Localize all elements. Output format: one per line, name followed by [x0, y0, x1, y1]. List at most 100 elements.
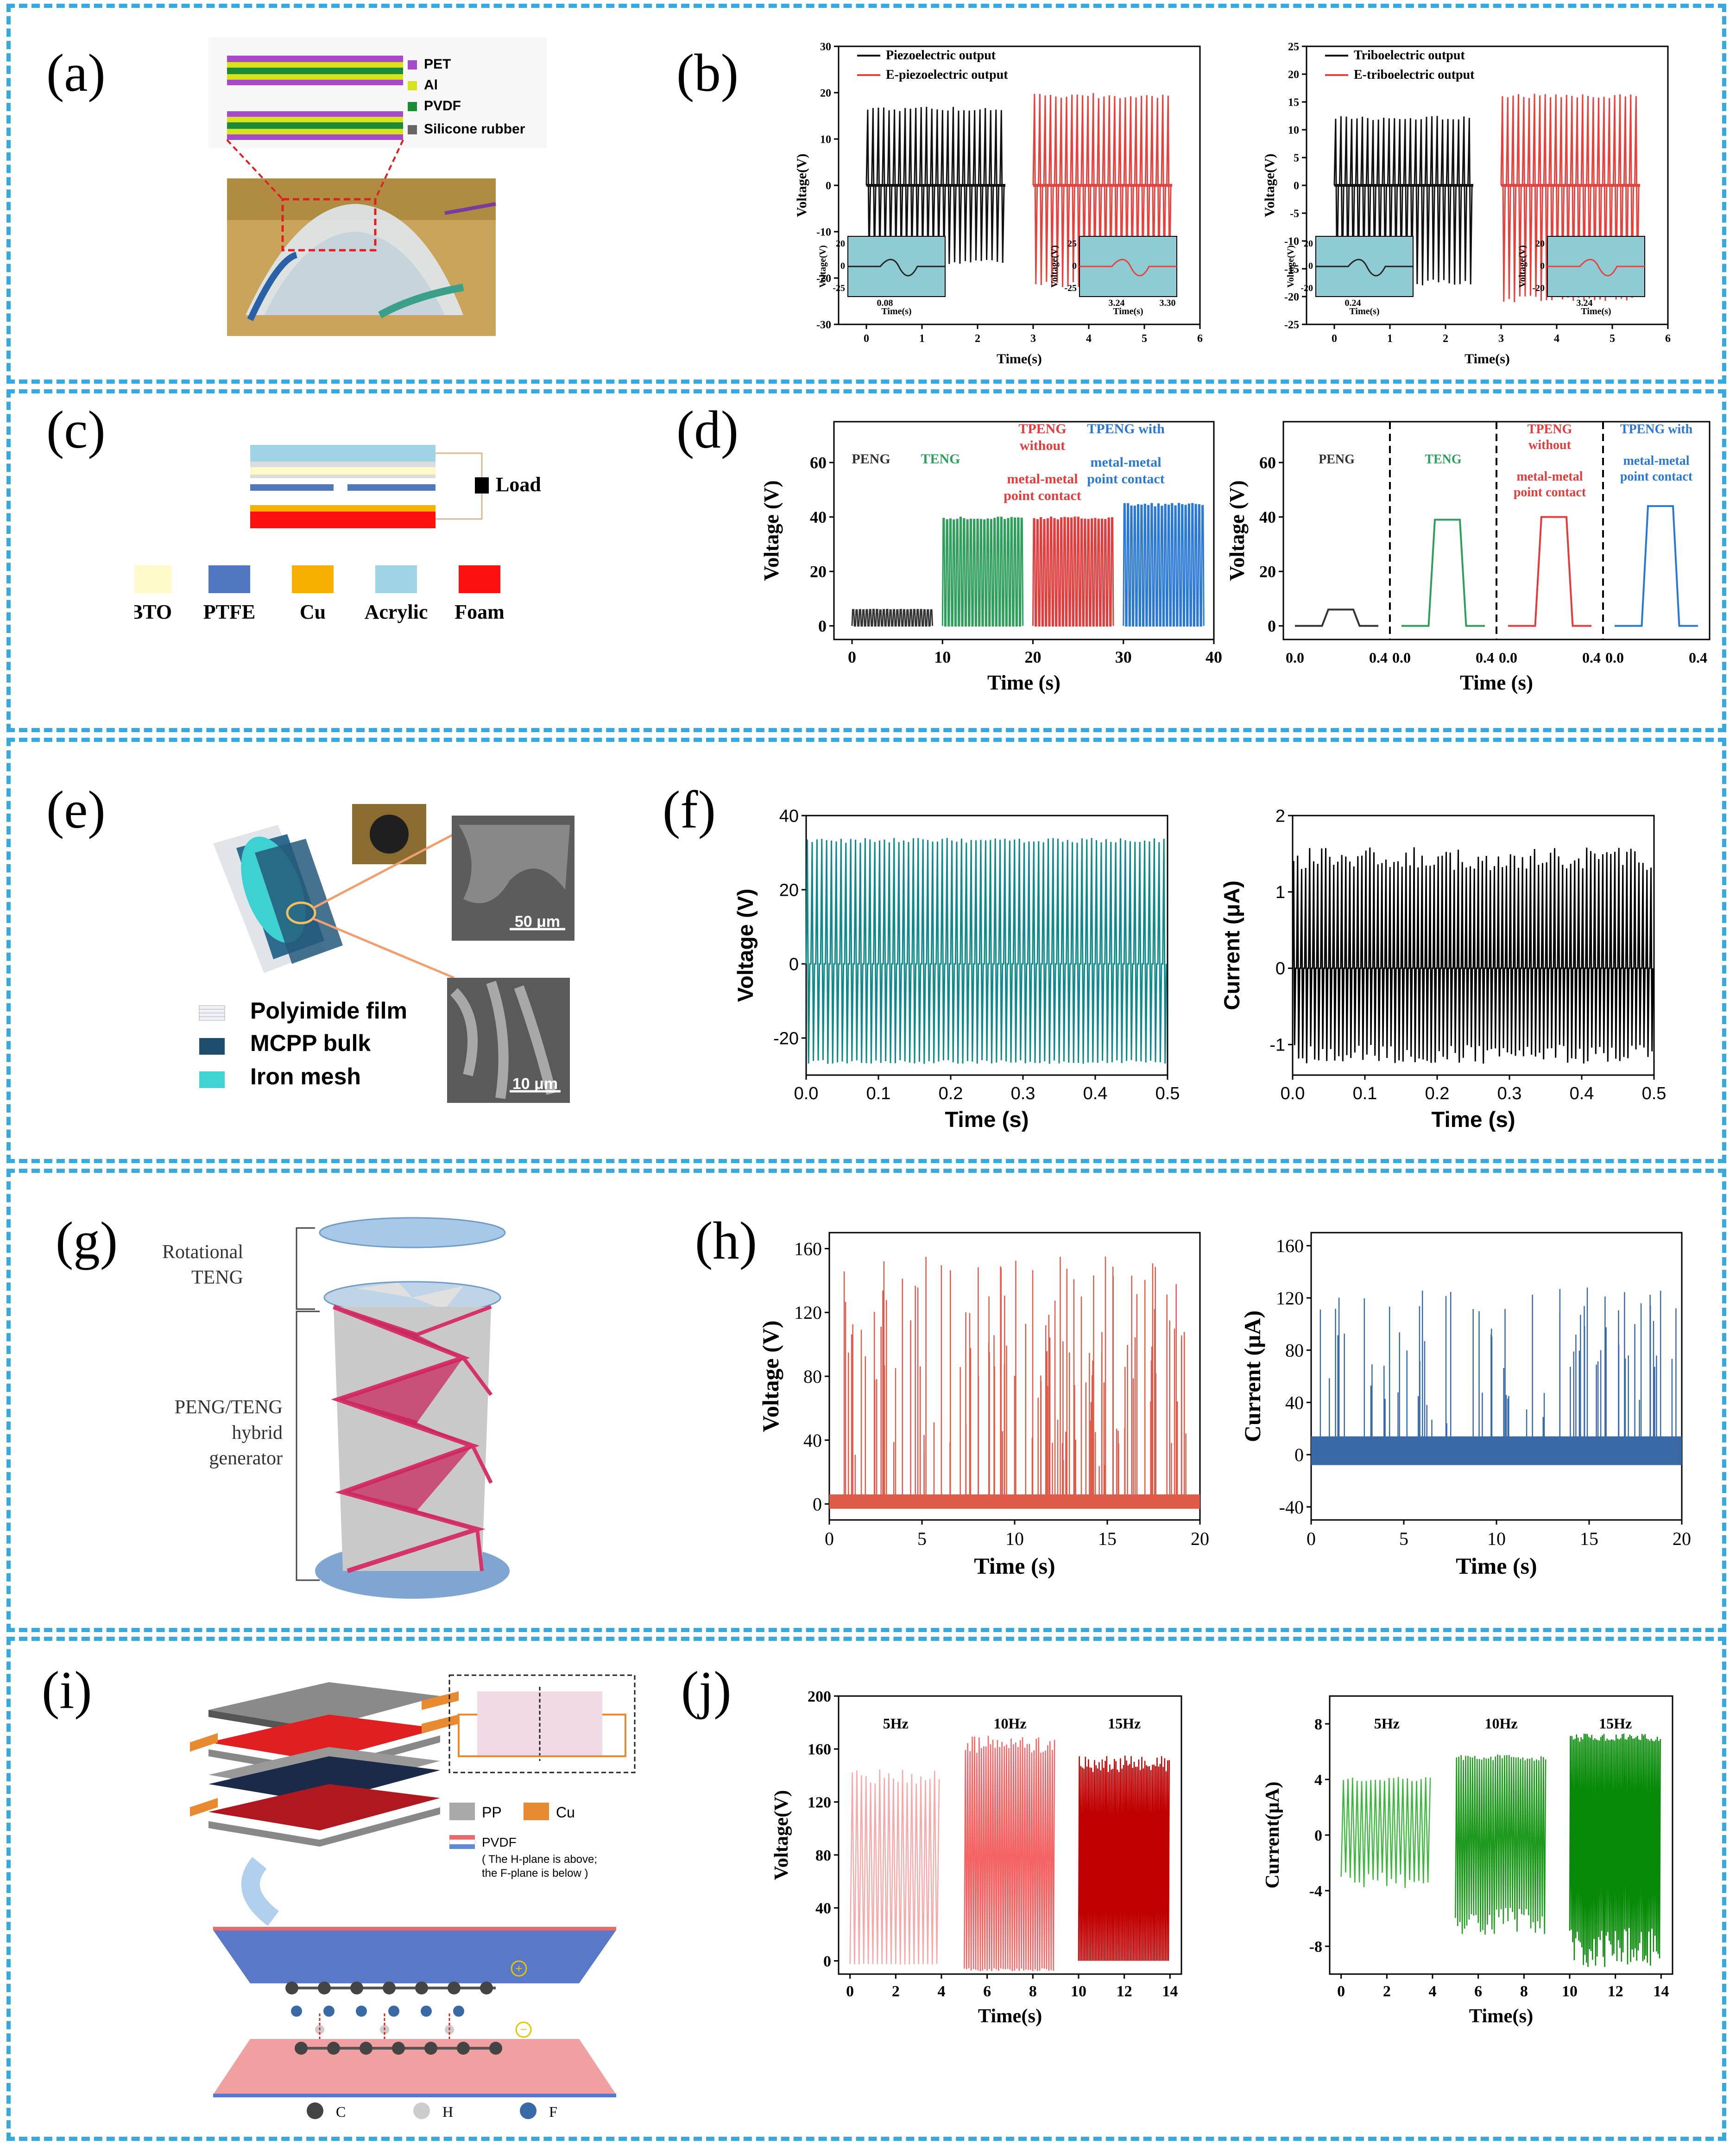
legend-iron-mesh: Iron mesh	[250, 1064, 361, 1089]
frequency-label-1: 5Hz	[883, 1715, 909, 1732]
inset-y-label: Voltage(V)	[1517, 245, 1528, 287]
y-tick-label: -5	[1290, 208, 1299, 220]
y-tick-label: 20	[1288, 69, 1299, 81]
x-tick-label: 30	[1115, 648, 1132, 666]
y-tick-label: 120	[794, 1302, 822, 1323]
atom-f: F	[549, 2103, 557, 2120]
svg-text:−: −	[520, 2022, 527, 2036]
signal-trace	[1292, 847, 1654, 1064]
y-tick-label: 160	[1276, 1235, 1304, 1256]
segment-4-trace	[1123, 503, 1205, 627]
legend-pvdf-i: PVDF	[482, 1835, 517, 1849]
y-tick-label: 200	[808, 1688, 831, 1705]
segment-1-trace	[1340, 1777, 1431, 1888]
panel-label-f: (f)	[663, 780, 716, 839]
material-label-cu: Cu	[300, 601, 326, 623]
y-tick-label: 40	[1259, 508, 1276, 526]
x-tick-label: 1	[1387, 333, 1393, 345]
x-tick-label: 20	[1673, 1528, 1691, 1549]
panel-e-diagram: 50 μm 10 μm Polyimide film MCPP bulk Iro…	[185, 797, 630, 1112]
x-tick-label: 8	[1520, 1983, 1528, 2000]
y-tick-label: 120	[808, 1794, 831, 1811]
inset-y-tick: 20	[1535, 239, 1545, 249]
y-tick-label: -40	[1279, 1497, 1304, 1518]
x-tick-label: 40	[1206, 648, 1222, 666]
y-axis-label: Current(μA)	[1262, 1781, 1283, 1888]
x-tick-label: 0.0	[1281, 1084, 1305, 1103]
inset-y-tick: 0	[1540, 261, 1545, 271]
inset-x-label: Time(s)	[881, 306, 911, 317]
inset-trace	[1079, 259, 1177, 277]
x-tick-label: 0.0	[1286, 649, 1304, 666]
segment-label-1: PENG	[852, 451, 890, 467]
inset-y-tick: -25	[833, 283, 845, 293]
spike-trace	[843, 1256, 1187, 1504]
kresling-tower	[331, 1304, 493, 1573]
segment-label-3: TPENG	[1528, 422, 1572, 437]
inset-y-tick: 0	[840, 261, 845, 271]
legend-pvdf: PVDF	[424, 98, 461, 114]
x-tick-label: 0.4	[1476, 649, 1494, 666]
x-axis-label: Time (s)	[1431, 1108, 1515, 1132]
x-tick-label: 5	[1610, 333, 1615, 345]
x-tick-label: 20	[1025, 648, 1042, 666]
y-tick-label: 0	[813, 1494, 822, 1515]
x-tick-label: 10	[1562, 1983, 1578, 2000]
x-axis-label: Time (s)	[1460, 671, 1533, 694]
y-axis-label: Current (μA)	[1220, 880, 1244, 1010]
y-tick-label: 0	[1314, 1827, 1322, 1844]
segment-3-trace	[1569, 1734, 1661, 1967]
x-tick-label: 3	[1498, 333, 1504, 345]
scale-bar-1: 50 μm	[515, 913, 560, 931]
segment-3-pulse	[1508, 516, 1591, 627]
x-tick-label: 20	[1191, 1528, 1209, 1549]
legend-label-1: Piezoelectric output	[886, 48, 996, 63]
load-label: Load	[496, 473, 541, 496]
segment-label-4: metal-metal	[1090, 455, 1161, 470]
x-tick-label: 14	[1653, 1983, 1669, 2000]
y-tick-label: -4	[1309, 1883, 1322, 1900]
segment-label-2: TENG	[1425, 452, 1462, 467]
device-3d	[213, 825, 343, 973]
x-tick-label: 6	[1197, 333, 1203, 345]
x-tick-label: 1	[919, 333, 925, 345]
panel-a-legend-swatches	[408, 60, 417, 134]
inset-x-tick: 0.08	[877, 298, 893, 308]
y-tick-label: -1	[1269, 1035, 1285, 1055]
y-axis-label: Voltage (V)	[733, 889, 758, 1002]
plot-frame	[1310, 1232, 1683, 1521]
segment-label-3: without	[1020, 438, 1065, 453]
segment-label-3: metal-metal	[1516, 469, 1583, 484]
label-peng-teng: PENG/TENG	[175, 1397, 283, 1418]
x-tick-label: 2	[1383, 1983, 1391, 2000]
label-teng: TENG	[191, 1267, 243, 1288]
inset-x-label: Time(s)	[1113, 306, 1143, 317]
y-tick-label: 40	[1285, 1392, 1304, 1413]
inset-trace	[1316, 259, 1413, 277]
panel-label-b: (b)	[676, 44, 739, 102]
inset-y-tick: 20	[836, 239, 845, 249]
label-rotational: Rotational	[162, 1241, 243, 1263]
y-tick-label: 40	[810, 508, 827, 526]
material-swatch-acrylic	[375, 565, 417, 593]
device-photo	[227, 178, 496, 336]
y-axis-label: Voltage(V)	[770, 1790, 792, 1880]
panel-label-e: (e)	[46, 780, 106, 839]
y-axis-label: Voltage (V)	[1228, 480, 1249, 581]
segment-label-2: TENG	[921, 451, 960, 467]
inset-x-tick: 0.24	[1345, 298, 1361, 308]
atom-c: C	[336, 2103, 346, 2120]
x-tick-label: 0.1	[1353, 1084, 1377, 1103]
panel-label-d: (d)	[676, 400, 739, 459]
y-tick-label: 60	[810, 454, 827, 472]
x-tick-label: 5	[1142, 333, 1147, 345]
y-tick-label: -25	[1284, 319, 1299, 331]
y-tick-label: 4	[1314, 1772, 1322, 1789]
segment-1-trace	[849, 1769, 940, 1965]
